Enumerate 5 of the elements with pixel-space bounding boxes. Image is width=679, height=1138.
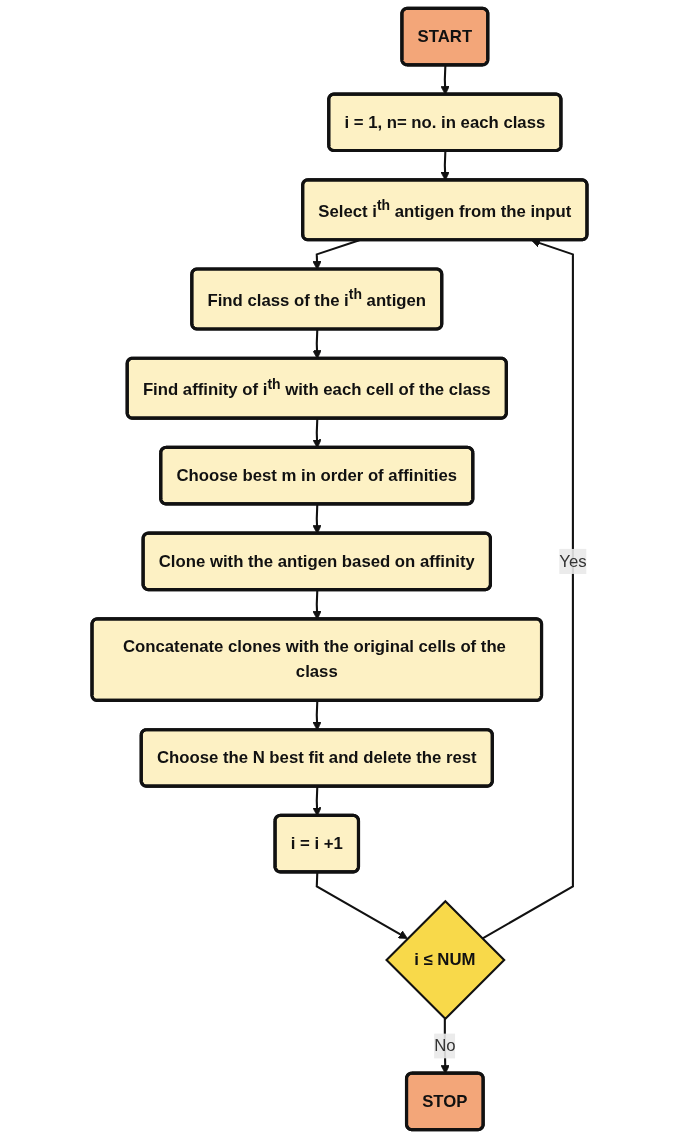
edge-label: Yes [559, 551, 587, 570]
arrow [315, 872, 408, 939]
node-diamond: i ≤ NUM [385, 899, 506, 1021]
edge-label: No [434, 1036, 456, 1055]
arrow [312, 239, 360, 270]
